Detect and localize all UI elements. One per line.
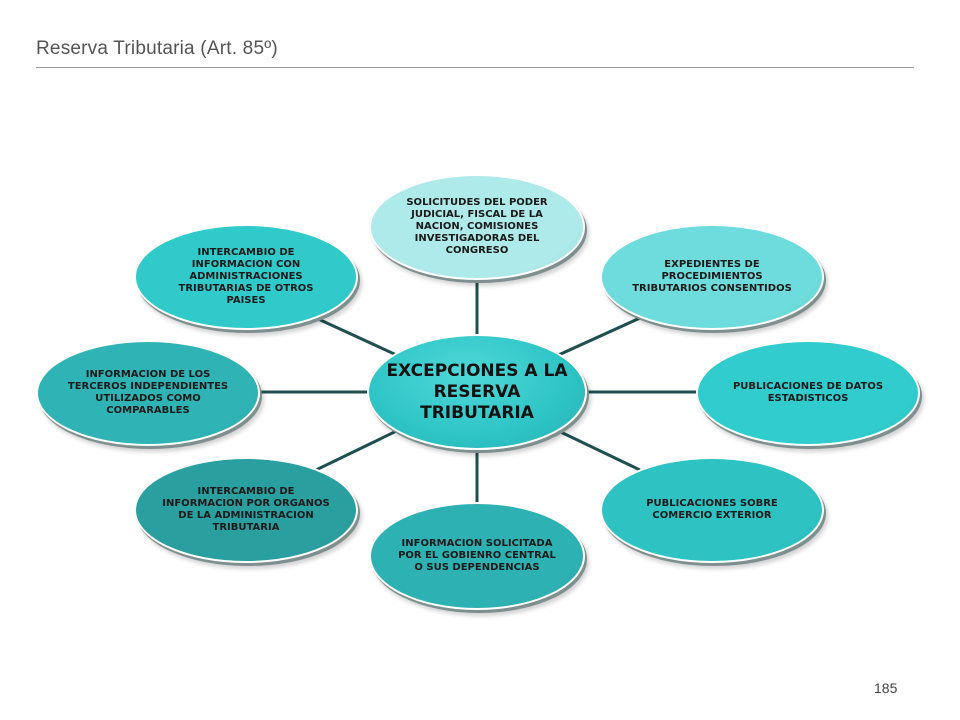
node-label: INTERCAMBIO DE INFORMACION POR ORGANOS D… xyxy=(162,486,330,533)
node-expedientes: EXPEDIENTES DE PROCEDIMIENTOS TRIBUTARIO… xyxy=(600,224,824,330)
node-organos-administracion: INTERCAMBIO DE INFORMACION POR ORGANOS D… xyxy=(134,457,358,563)
title-divider xyxy=(36,67,914,68)
node-estadisticos: PUBLICACIONES DE DATOS ESTADISTICOS xyxy=(696,340,920,446)
node-label: EXPEDIENTES DE PROCEDIMIENTOS TRIBUTARIO… xyxy=(632,259,792,294)
node-poder-judicial: SOLICITUDES DEL PODER JUDICIAL, FISCAL D… xyxy=(369,174,585,280)
node-gobierno-central: INFORMACION SOLICITADA POR EL GOBIENRO C… xyxy=(369,502,585,610)
node-label: PUBLICACIONES DE DATOS ESTADISTICOS xyxy=(732,381,884,404)
center-node: EXCEPCIONES A LA RESERVA TRIBUTARIA xyxy=(367,334,587,450)
node-label: INFORMACION DE LOS TERCEROS INDEPENDIENT… xyxy=(67,369,229,416)
slide-title: Reserva Tributaria (Art. 85º) xyxy=(36,38,278,59)
node-label: INTERCAMBIO DE INFORMACION CON ADMINISTR… xyxy=(178,247,314,306)
node-comercio-exterior: PUBLICACIONES SOBRE COMERCIO EXTERIOR xyxy=(600,457,824,563)
node-otros-paises: INTERCAMBIO DE INFORMACION CON ADMINISTR… xyxy=(134,224,358,330)
center-label: EXCEPCIONES A LA RESERVA TRIBUTARIA xyxy=(386,360,568,423)
node-label: PUBLICACIONES SOBRE COMERCIO EXTERIOR xyxy=(646,498,778,521)
node-label: INFORMACION SOLICITADA POR EL GOBIENRO C… xyxy=(398,538,556,573)
page-number: 185 xyxy=(874,680,898,696)
node-terceros: INFORMACION DE LOS TERCEROS INDEPENDIENT… xyxy=(36,340,260,446)
node-label: SOLICITUDES DEL PODER JUDICIAL, FISCAL D… xyxy=(406,197,548,256)
